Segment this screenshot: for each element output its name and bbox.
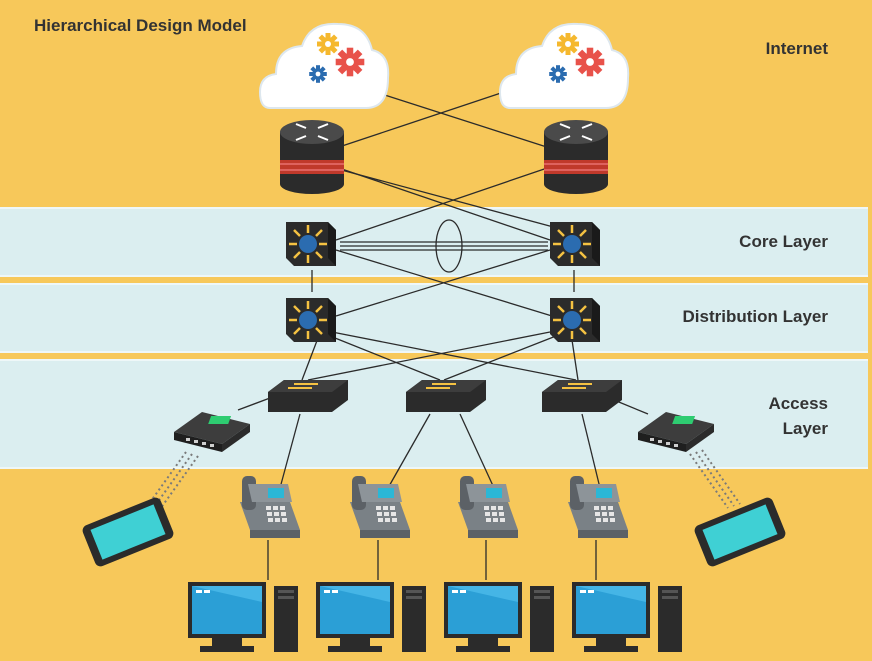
access-switch-icon [267, 379, 349, 413]
access-switch-icon [405, 379, 487, 413]
wireless-signal-right [689, 449, 741, 509]
router-icon [544, 120, 608, 194]
tablet-icon [82, 497, 174, 567]
internet-label: Internet [765, 39, 828, 58]
wireless-signal-left [145, 451, 199, 513]
desktop-computer-icon [316, 582, 426, 652]
ip-phone-icon [350, 476, 410, 538]
wireless-access-point-icon [174, 412, 250, 452]
access-switch-icon [541, 379, 623, 413]
access-layer-label-line1: Access [768, 394, 828, 413]
layer3-switch-icon [284, 296, 338, 344]
layer3-switch-icon [548, 296, 602, 344]
desktop-computer-icon [188, 582, 298, 652]
layer3-switch-icon [284, 220, 338, 268]
ip-phone-icon [240, 476, 300, 538]
desktop-computer-icon [444, 582, 554, 652]
core-layer-label: Core Layer [739, 232, 828, 251]
cloud-gears-icon [498, 22, 630, 109]
router-icon [280, 120, 344, 194]
ip-phone-icon [568, 476, 628, 538]
cloud-gears-icon [258, 22, 390, 109]
tablet-icon [694, 497, 786, 567]
distribution-layer-band [0, 283, 868, 353]
wireless-access-point-icon [638, 412, 714, 452]
diagram-title: Hierarchical Design Model [34, 16, 247, 35]
layer3-switch-icon [548, 220, 602, 268]
ip-phone-icon [458, 476, 518, 538]
access-layer-label-line2: Layer [782, 419, 828, 438]
distribution-layer-label: Distribution Layer [682, 307, 828, 326]
desktop-computer-icon [572, 582, 682, 652]
